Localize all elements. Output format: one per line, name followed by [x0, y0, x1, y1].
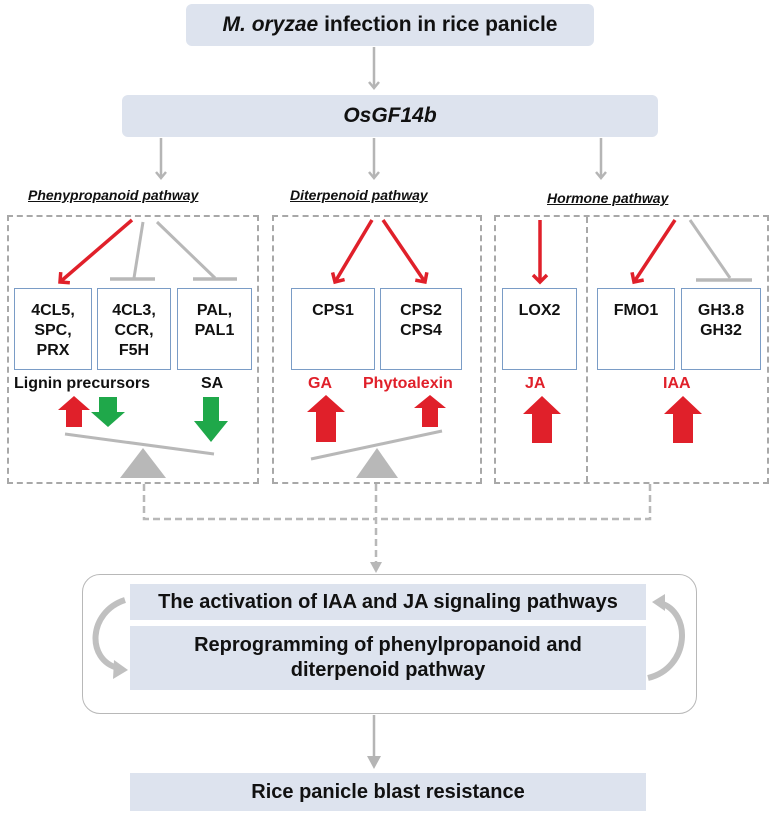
- gene-box-cps1: CPS1: [291, 288, 375, 370]
- activation-node: The activation of IAA and JA signaling p…: [130, 584, 646, 620]
- gene-box-pal: PAL, PAL1: [177, 288, 252, 370]
- gene-box-4cl3: 4CL3, CCR, F5H: [97, 288, 171, 370]
- gene-box-fmo1: FMO1: [597, 288, 675, 370]
- diterpenoid-title: Diterpenoid pathway: [290, 187, 428, 203]
- label-ga: GA: [308, 375, 332, 392]
- pathogen-name: M. oryzae: [222, 13, 319, 36]
- reprogramming-node: Reprogramming of phenylpropanoid and dit…: [130, 626, 646, 690]
- reprogramming-text: Reprogramming of phenylpropanoid and dit…: [194, 634, 582, 681]
- infection-text: infection in rice panicle: [318, 13, 558, 36]
- hormone-box: [494, 215, 769, 484]
- hormone-divider: [586, 217, 588, 482]
- dashed-arrowhead: [370, 562, 382, 573]
- label-sa: SA: [201, 375, 224, 392]
- regulator-node: OsGF14b: [122, 95, 658, 137]
- label-lignin-precursors: Lignin precursors: [14, 375, 151, 392]
- gene-box-gh3: GH3.8 GH32: [681, 288, 761, 370]
- feedback-loop-container: [82, 574, 697, 714]
- phenylpropanoid-title: Phenypropanoid pathway: [28, 187, 199, 203]
- diterpenoid-box: [272, 215, 482, 484]
- dashed-connector-left: [142, 484, 374, 521]
- activation-text: The activation of IAA and JA signaling p…: [158, 590, 618, 613]
- dashed-connector-right: [374, 484, 652, 521]
- phenylpropanoid-box: [7, 215, 259, 484]
- resistance-text: Rice panicle blast resistance: [251, 780, 525, 803]
- gene-box-cps2-cps4: CPS2 CPS4: [380, 288, 462, 370]
- arrowhead-to-resistance: [367, 756, 381, 769]
- label-ja: JA: [525, 375, 546, 392]
- gene-box-4cl5: 4CL5, SPC, PRX: [14, 288, 92, 370]
- label-iaa: IAA: [663, 375, 691, 392]
- gene-box-lox2: LOX2: [502, 288, 577, 370]
- label-phytoalexin: Phytoalexin: [363, 375, 453, 392]
- resistance-node: Rice panicle blast resistance: [130, 773, 646, 811]
- hormone-title: Hormone pathway: [547, 190, 669, 206]
- infection-node: M. oryzae infection in rice panicle: [186, 4, 594, 46]
- regulator-label: OsGF14b: [343, 104, 437, 127]
